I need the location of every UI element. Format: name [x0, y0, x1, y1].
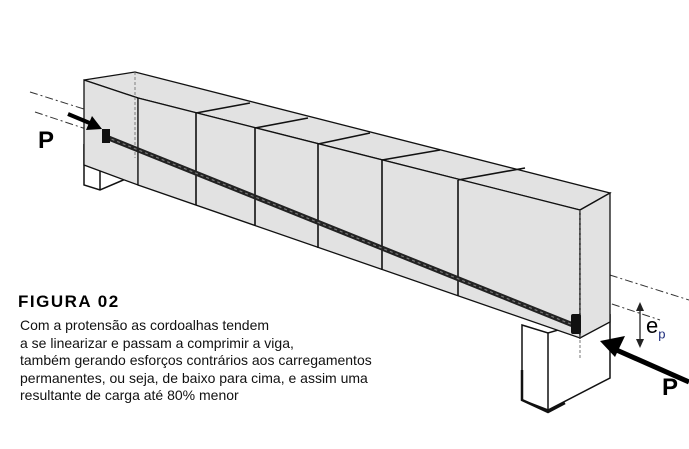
right-support	[520, 314, 611, 414]
segment-joints	[195, 102, 526, 296]
force-arrow-left	[67, 112, 102, 130]
caption-line: Com a protensão as cordoalhas tendem	[20, 317, 270, 333]
eccentricity-dimension	[636, 302, 644, 348]
eccentricity-symbol: e	[646, 313, 659, 338]
force-label-left: P	[38, 127, 55, 154]
figure-caption: Com a protensão as cordoalhas tendem a s…	[20, 317, 372, 405]
caption-line: também gerando esforços contrários aos c…	[20, 352, 372, 368]
anchor-right	[571, 314, 581, 334]
force-label-right: P	[662, 374, 679, 401]
eccentricity-label: ep	[646, 313, 665, 341]
anchor-left	[102, 129, 110, 143]
beam	[83, 71, 612, 360]
eccentricity-subscript: p	[658, 326, 666, 342]
caption-line: resultante de carga até 80% menor	[20, 387, 239, 403]
caption-line: permanentes, ou seja, de baixo para cima…	[20, 369, 368, 386]
beam-end-face-right	[579, 191, 611, 340]
caption-line: a se linearizar e passam a comprimir a v…	[20, 334, 294, 351]
figure-title: FIGURA 02	[18, 292, 120, 311]
tendon	[102, 129, 581, 334]
force-arrow-right	[600, 336, 689, 385]
